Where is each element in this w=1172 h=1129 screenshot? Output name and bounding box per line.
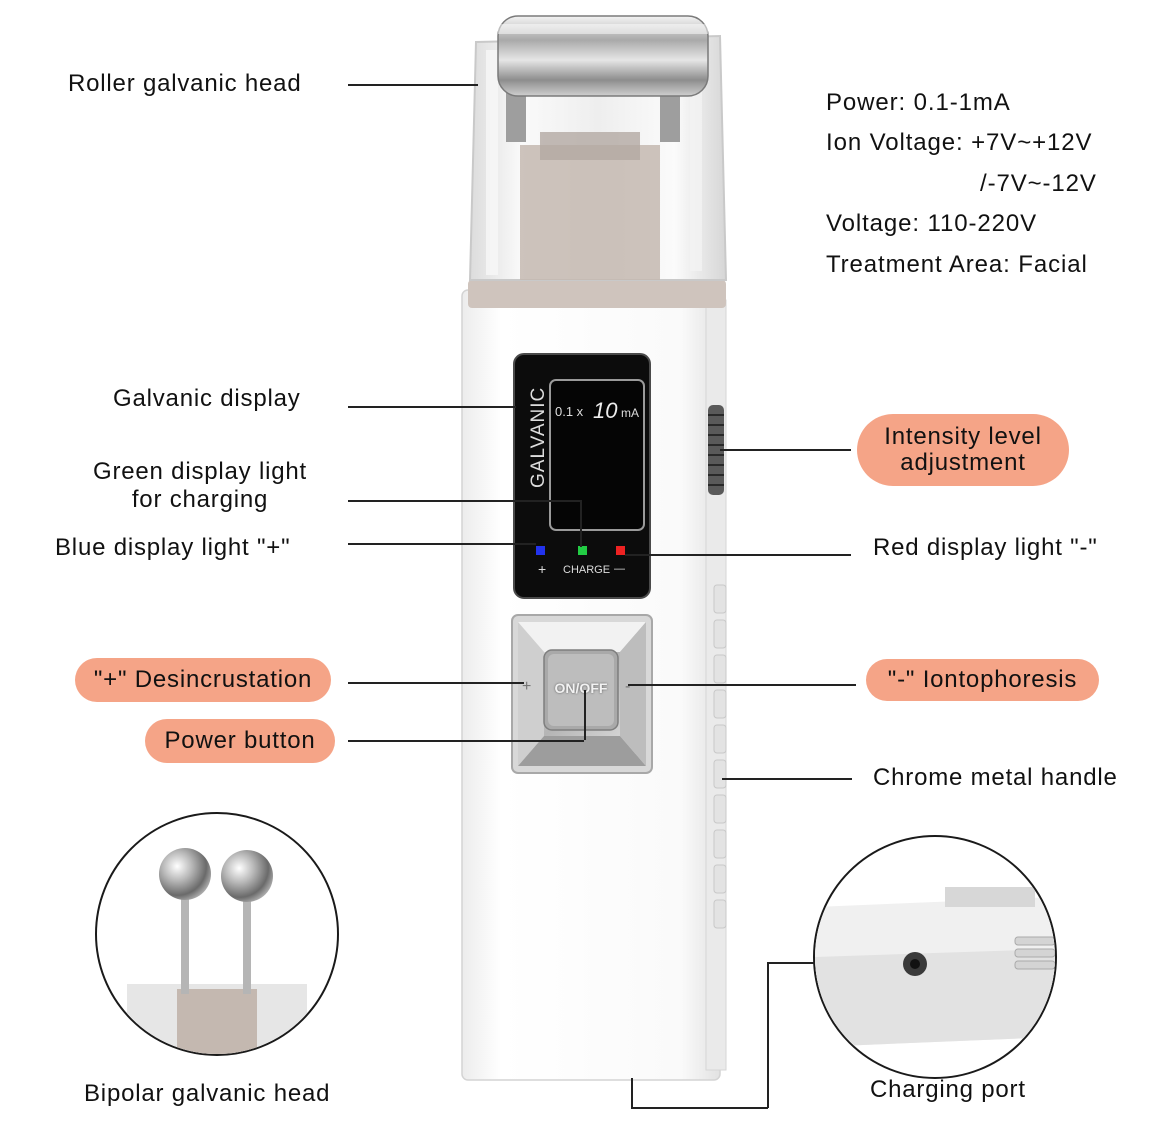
label-green-display-light-line1: Green display light (93, 458, 307, 485)
charging-port-inset (813, 835, 1057, 1079)
power-button[interactable]: ON/OFF (554, 680, 608, 696)
leader-blue-light (348, 543, 536, 545)
bipolar-head-inset (95, 812, 339, 1056)
spec-power: Power: 0.1-1mA (826, 89, 1011, 116)
display-multiplier: 0.1 x (555, 404, 584, 419)
label-roller-galvanic-head: Roller galvanic head (68, 70, 302, 97)
label-intensity-line1: Intensity level (884, 422, 1042, 450)
leader-galvanic-display (348, 406, 516, 408)
leader-charging-bottom (631, 1107, 768, 1109)
leader-green-light-drop (580, 500, 582, 547)
label-blue-display-light: Blue display light "+" (55, 534, 291, 561)
spec-ion-voltage-negative: /-7V~-12V (980, 170, 1097, 197)
leader-power-button (348, 740, 584, 742)
leader-charging-rise (767, 962, 769, 1108)
leader-chrome-handle (722, 778, 852, 780)
leader-charging-drop (631, 1078, 633, 1108)
leader-roller-head (348, 84, 478, 86)
label-bipolar-galvanic-head: Bipolar galvanic head (84, 1080, 331, 1107)
label-power-button: Power button (145, 719, 335, 763)
display-charge-label: CHARGE (563, 564, 611, 576)
label-chrome-metal-handle: Chrome metal handle (873, 764, 1118, 791)
display-value: 10 (593, 398, 618, 423)
spec-treatment-area: Treatment Area: Facial (826, 251, 1088, 278)
label-galvanic-display: Galvanic display (113, 385, 301, 412)
label-desincrustation: "+" Desincrustation (75, 658, 331, 702)
spec-ion-voltage: Ion Voltage: +7V~+12V (826, 129, 1093, 156)
label-green-display-light-line2: for charging (131, 485, 269, 513)
display-plus-label: + (538, 561, 547, 577)
button-plus-sign: + (522, 678, 532, 695)
label-red-display-light: Red display light "-" (873, 534, 1098, 561)
display-unit: mA (621, 406, 639, 420)
label-charging-port: Charging port (870, 1076, 1026, 1103)
leader-power-button-rise (584, 690, 586, 740)
leader-green-light (348, 500, 580, 502)
leader-intensity (720, 449, 851, 451)
label-intensity-adjustment: Intensity level adjustment (857, 414, 1069, 486)
display-brand-text: GALVANIC (528, 386, 549, 488)
button-minus-sign: - (625, 678, 631, 695)
leader-red-light (625, 554, 851, 556)
label-intensity-line2: adjustment (900, 449, 1026, 476)
leader-iontophoresis (628, 684, 856, 686)
leader-desincrustation (348, 682, 524, 684)
label-iontophoresis: "-" Iontophoresis (866, 659, 1099, 701)
label-green-display-light: Green display light for charging (80, 458, 320, 513)
display-minus-label: — (614, 563, 625, 575)
spec-voltage: Voltage: 110-220V (826, 210, 1038, 237)
leader-charging-top (767, 962, 815, 964)
